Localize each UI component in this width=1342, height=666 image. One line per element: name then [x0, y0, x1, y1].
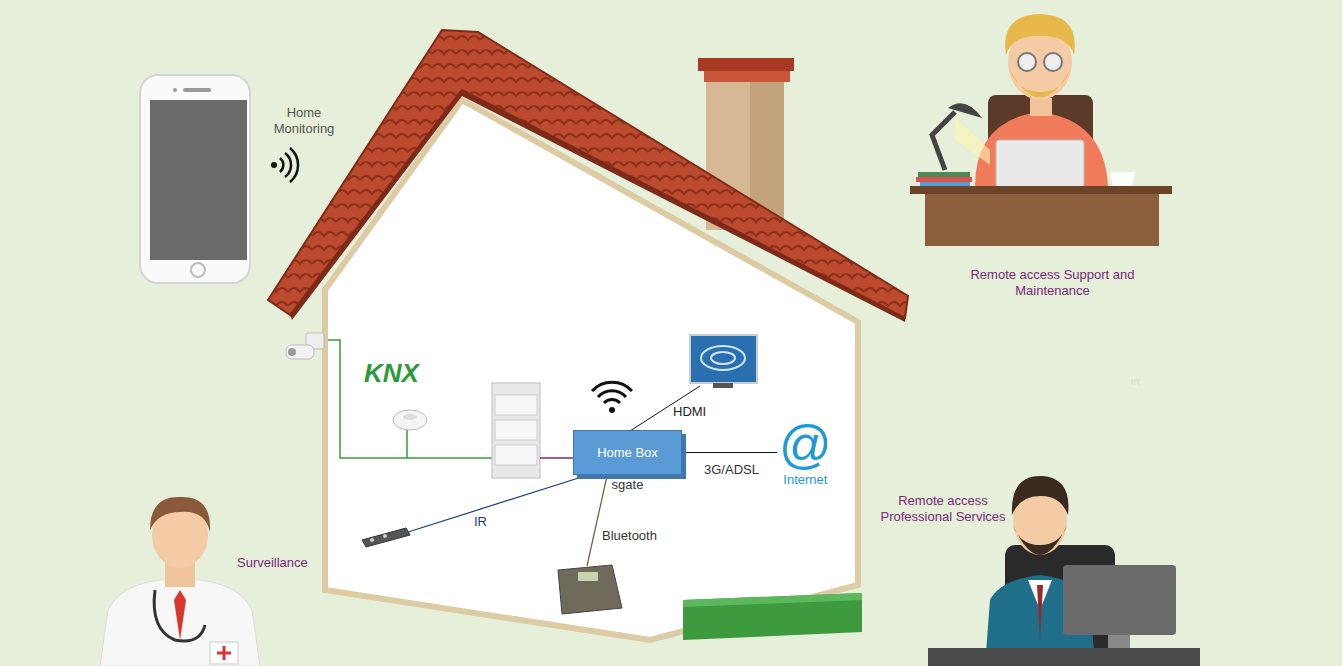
- node-title: Home Box: [597, 445, 658, 460]
- house-wall: [325, 100, 858, 640]
- role-label: Remote access Support and Maintenance: [945, 267, 1160, 299]
- smoke-detector: [393, 410, 427, 430]
- signal-label: Bluetooth: [602, 528, 657, 544]
- television: [690, 335, 757, 388]
- edge-label: 3G/ADSL: [702, 462, 761, 478]
- wireless-symbol: [271, 148, 298, 182]
- node-title: @: [779, 418, 832, 470]
- node-subtitle: sgate: [574, 477, 681, 492]
- scale: [558, 565, 622, 614]
- knx-bus-wire: [328, 340, 492, 458]
- mat: [683, 593, 862, 640]
- node-subtitle: Internet: [783, 472, 827, 488]
- faint-label: IR: [1131, 376, 1140, 389]
- role-label: Surveillance: [237, 555, 308, 571]
- caption-label: Home Monitoring: [258, 105, 350, 137]
- support-person-figure: [910, 14, 1172, 246]
- role-label: Remote access Professional Services: [862, 493, 1024, 525]
- distribution-panel: [492, 383, 540, 478]
- signal-label: HDMI: [673, 404, 706, 420]
- doctor-figure: [100, 497, 260, 666]
- home-box: Home Boxsgate: [573, 430, 682, 475]
- remote-control: [362, 528, 410, 547]
- internet-node: @ Internet: [779, 418, 832, 488]
- bluetooth-line: [587, 476, 607, 566]
- phone: [140, 75, 250, 283]
- logo-text: KNX: [364, 358, 419, 388]
- camera: [286, 333, 324, 359]
- bus-line: [540, 457, 575, 459]
- roof: [268, 30, 908, 318]
- ir-line: [405, 475, 588, 533]
- wifi-symbol: [592, 382, 632, 413]
- signal-label: IR: [474, 514, 487, 530]
- connector-line: [686, 452, 777, 453]
